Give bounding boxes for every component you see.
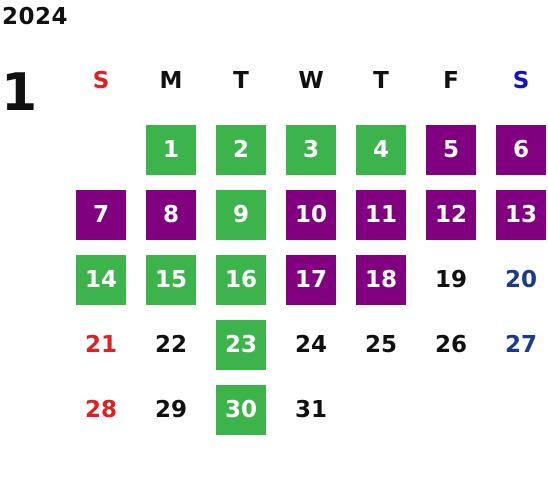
day-cell[interactable]: 21	[84, 332, 117, 358]
weekday-label: W	[298, 68, 324, 94]
day-cell[interactable]: 19	[434, 267, 467, 293]
day-cell[interactable]: 1	[146, 125, 196, 175]
day-cell[interactable]: 22	[154, 332, 187, 358]
day-cell[interactable]: 3	[286, 125, 336, 175]
day-cell[interactable]: 7	[76, 190, 126, 240]
day-cell[interactable]: 17	[286, 255, 336, 305]
day-cell[interactable]: 16	[216, 255, 266, 305]
day-cell[interactable]: 27	[504, 332, 537, 358]
day-cell[interactable]: 20	[504, 267, 537, 293]
day-cell[interactable]: 28	[84, 397, 117, 423]
day-cell[interactable]: 26	[434, 332, 467, 358]
day-cell[interactable]: 30	[216, 385, 266, 435]
day-cell[interactable]: 24	[294, 332, 327, 358]
day-cell[interactable]: 15	[146, 255, 196, 305]
day-cell[interactable]: 11	[356, 190, 406, 240]
day-cell[interactable]: 13	[496, 190, 546, 240]
day-cell[interactable]: 14	[76, 255, 126, 305]
day-cell[interactable]: 8	[146, 190, 196, 240]
day-cell[interactable]: 18	[356, 255, 406, 305]
day-cell[interactable]: 10	[286, 190, 336, 240]
weekday-label: T	[233, 68, 249, 94]
day-cell[interactable]: 5	[426, 125, 476, 175]
day-cell[interactable]: 29	[154, 397, 187, 423]
weekday-label: S	[92, 68, 110, 94]
day-cell[interactable]: 9	[216, 190, 266, 240]
day-cell[interactable]: 12	[426, 190, 476, 240]
day-cell[interactable]: 6	[496, 125, 546, 175]
day-cell[interactable]: 4	[356, 125, 406, 175]
day-cell[interactable]: 23	[216, 320, 266, 370]
day-cell[interactable]: 2	[216, 125, 266, 175]
day-cell[interactable]: 25	[364, 332, 397, 358]
year-label: 2024	[2, 4, 69, 30]
month-label: 1	[1, 63, 38, 123]
weekday-label: T	[373, 68, 389, 94]
weekday-label: S	[512, 68, 530, 94]
weekday-label: M	[159, 68, 183, 94]
day-cell[interactable]: 31	[294, 397, 327, 423]
weekday-label: F	[443, 68, 459, 94]
